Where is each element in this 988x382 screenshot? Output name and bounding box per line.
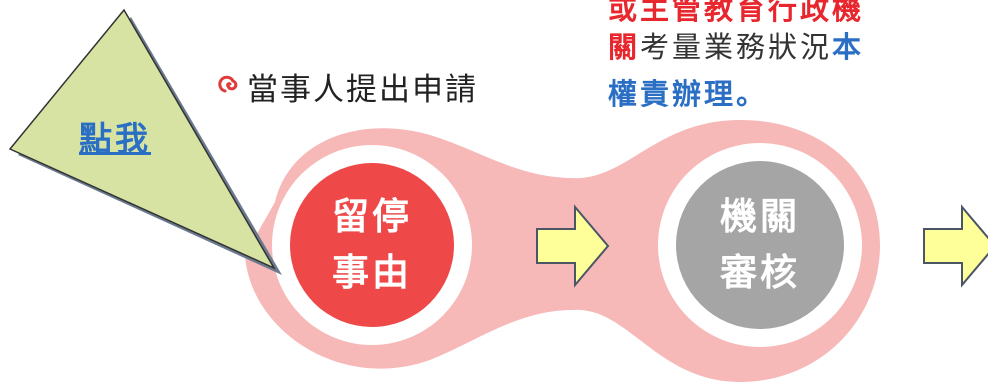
top-note-line3: 權責辦理。: [608, 77, 769, 111]
applicant-label: 當事人提出申請: [247, 72, 478, 108]
click-me-link[interactable]: 點我: [79, 119, 151, 158]
step1-circle: [290, 163, 454, 327]
step2-label: 機關 審核: [700, 189, 820, 301]
top-note-red-char: 關: [608, 30, 641, 64]
right-arrow-icon: [536, 204, 610, 288]
step2-line2: 審核: [720, 251, 800, 294]
step1-line1: 留停: [332, 195, 412, 238]
top-note-blue-char: 本: [832, 30, 865, 64]
step1-label: 留停 事由: [312, 189, 432, 301]
step2-line1: 機關: [720, 195, 800, 238]
top-note-rest: 考量業務狀況: [640, 30, 833, 64]
right-arrow-icon: [923, 204, 988, 288]
step1-line2: 事由: [332, 251, 412, 294]
top-note-line2: 關考量業務狀況本: [608, 24, 864, 66]
callout-triangle: [8, 8, 282, 275]
step2-circle: [676, 161, 844, 329]
spiral-bullet-icon: [218, 75, 238, 93]
top-note-line1: 或主管教育行政機: [608, 0, 865, 26]
